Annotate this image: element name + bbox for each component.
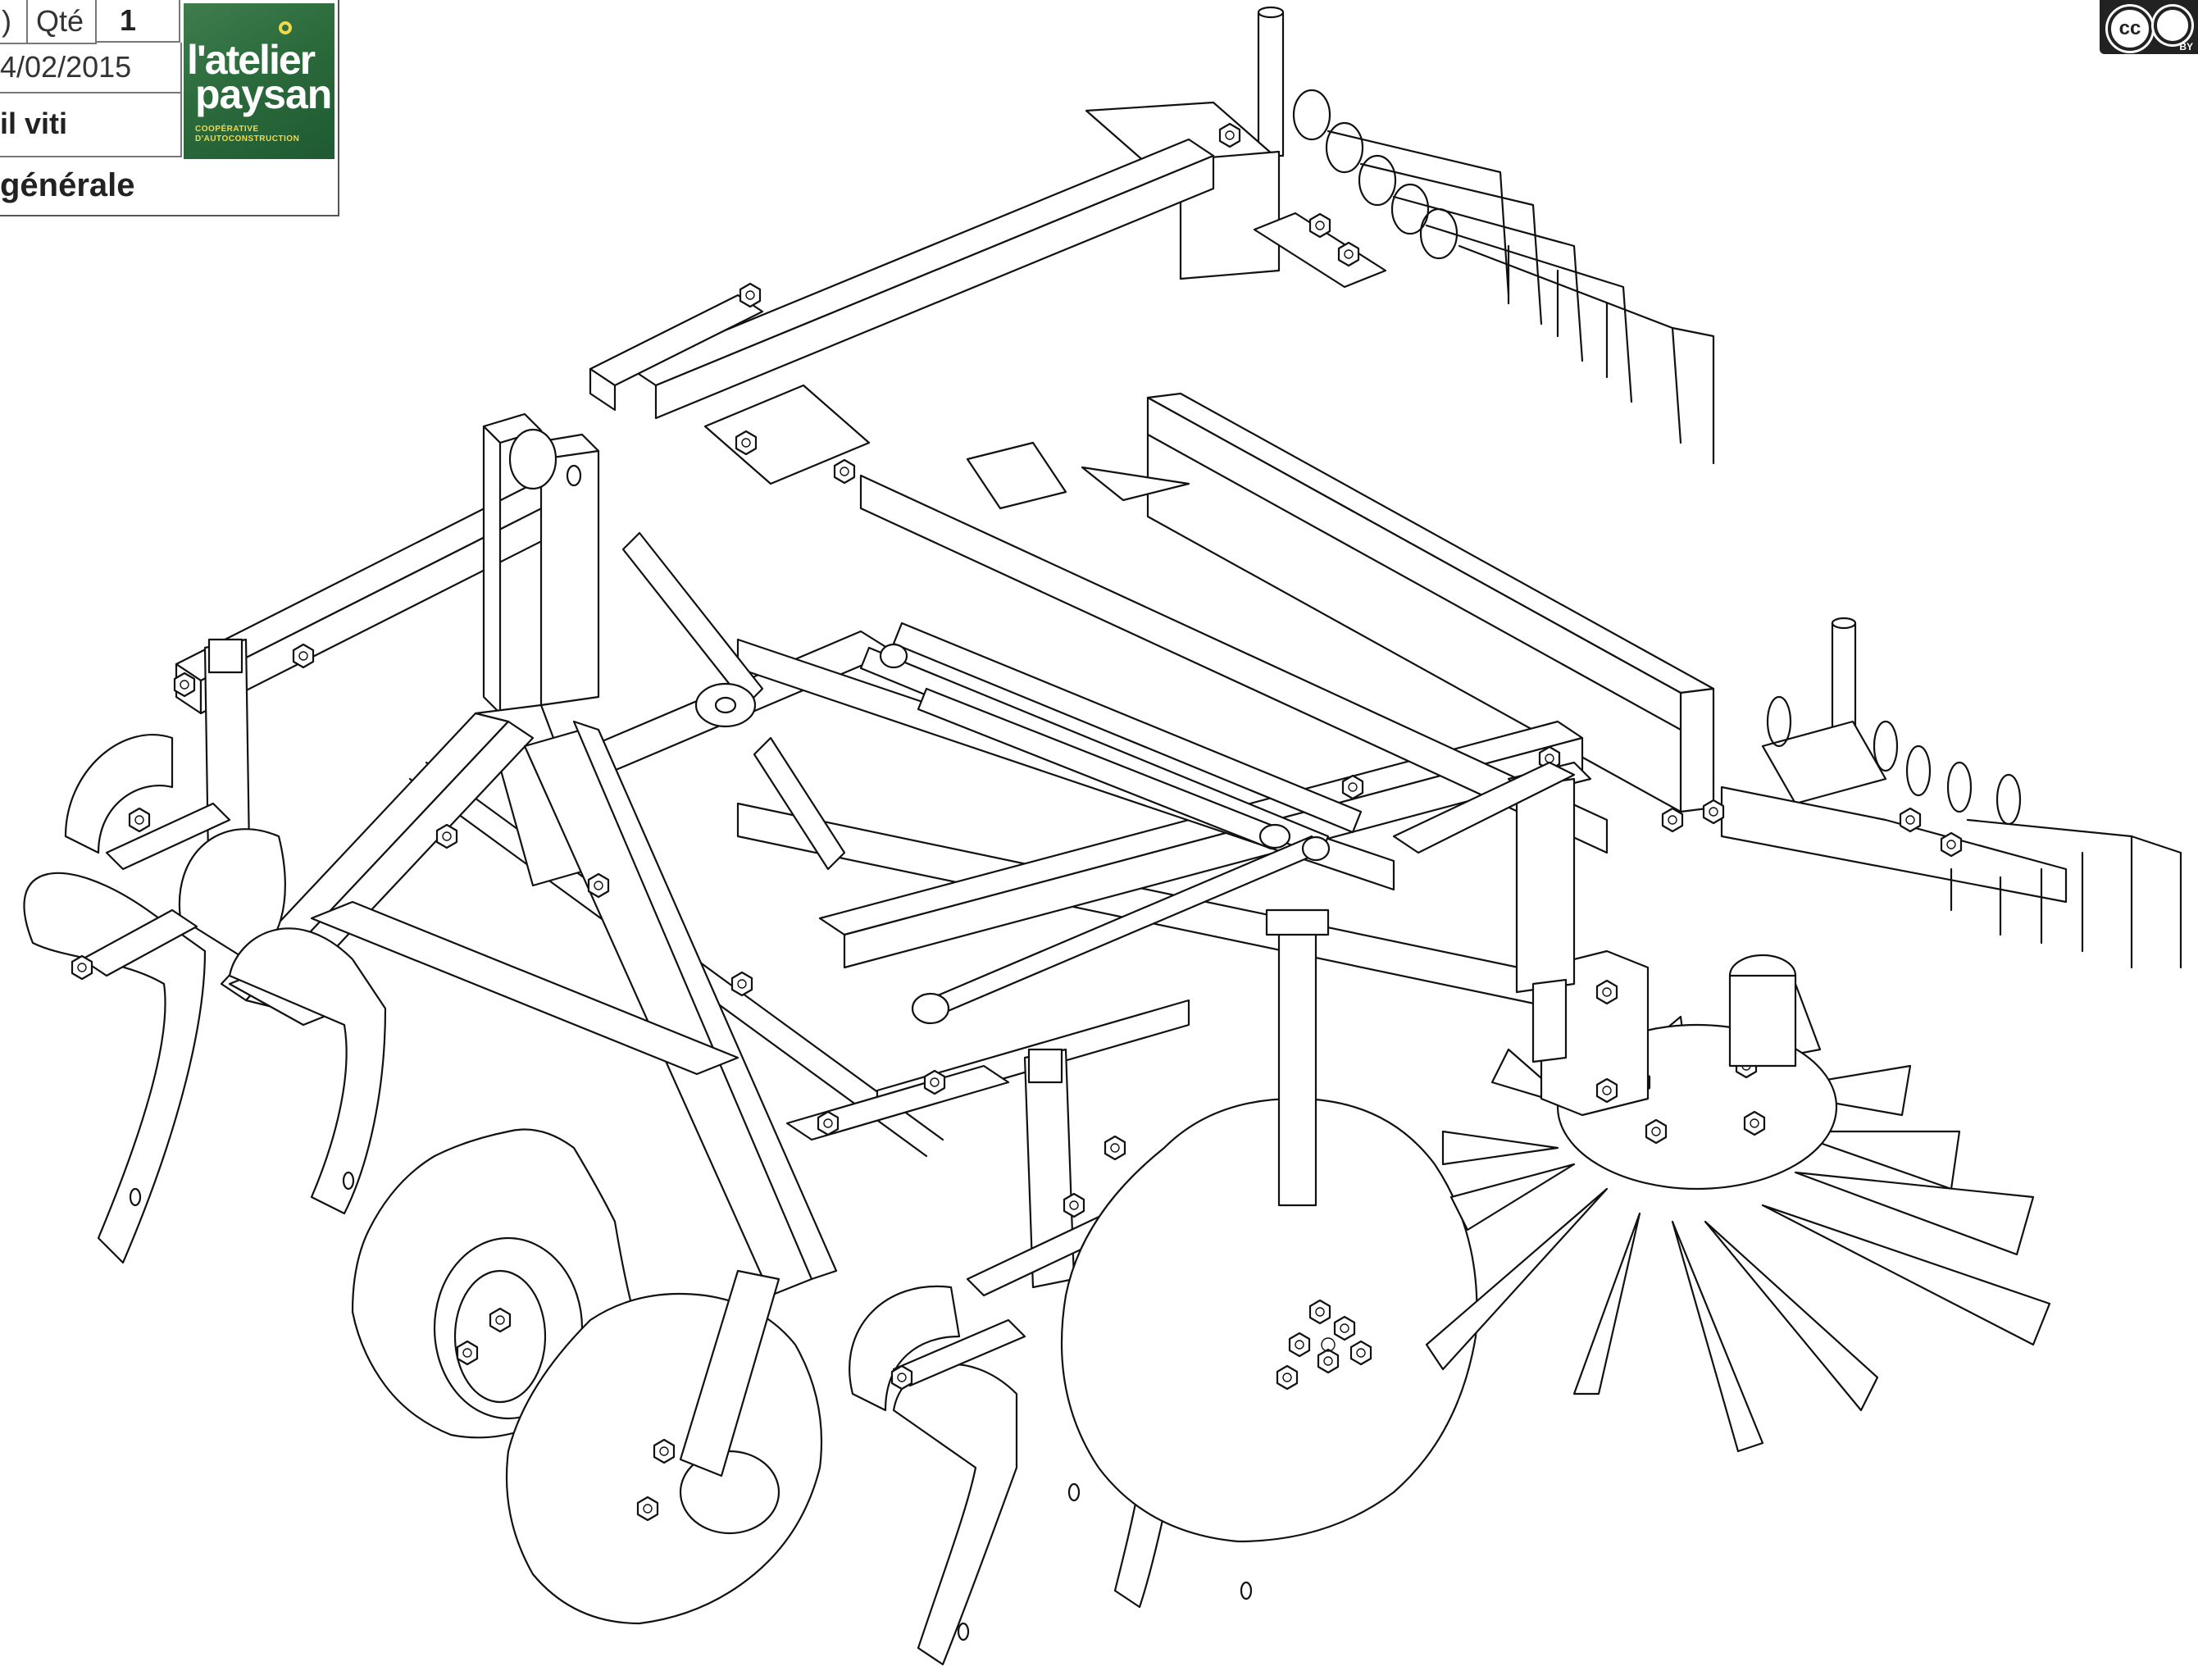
logo-tagline-2: D'AUTOCONSTRUCTION	[195, 134, 300, 143]
title-block: ) Qté 1 4/02/2015 il viti générale l'ate…	[0, 0, 339, 216]
ref-partial: )	[2, 4, 11, 38]
right-posts	[1394, 745, 1590, 1062]
large-notched-disc	[1062, 910, 1477, 1541]
drawing-date: 4/02/2015	[0, 50, 132, 84]
cc-icon: cc	[2108, 7, 2152, 51]
qty-label-cell: Qté	[25, 0, 97, 44]
license-attribution: BY	[2179, 41, 2193, 52]
drawing-view: générale	[0, 166, 135, 203]
logo-tagline: COOPÉRATIVE D'AUTOCONSTRUCTION	[195, 125, 299, 143]
harrow-tines	[1328, 131, 1713, 463]
view-cell: générale	[0, 157, 336, 213]
date-cell: 4/02/2015	[0, 43, 182, 93]
logo-tagline-1: COOPÉRATIVE	[195, 125, 259, 134]
left-shanks	[24, 640, 385, 1263]
logo-dot-icon	[279, 21, 292, 34]
drawing-name: il viti	[0, 107, 68, 140]
central-shanks	[849, 1049, 1251, 1664]
ref-cell: )	[0, 0, 28, 44]
logo-line1: l'atelier	[187, 37, 316, 83]
cc-license-badge: cc BY	[2100, 0, 2198, 54]
qty-label: Qté	[35, 4, 84, 38]
star-weeder-wheel	[1427, 951, 2050, 1451]
upper-beam	[590, 139, 1213, 484]
right-rake-tines	[1951, 820, 2181, 967]
hydraulic-rods	[861, 623, 1361, 1023]
name-cell: il viti	[0, 92, 182, 157]
right-rake	[1661, 618, 2181, 967]
qty-value: 1	[120, 3, 137, 37]
main-chassis	[176, 394, 1713, 1156]
logo-line2: paysan	[195, 71, 332, 117]
qty-value-cell: 1	[95, 0, 180, 43]
atelier-paysan-logo: l'atelier paysan COOPÉRATIVE D'AUTOCONST…	[184, 3, 334, 159]
attribution-icon	[2154, 7, 2191, 44]
notched-discs	[353, 1130, 821, 1624]
harrow-springs	[1294, 90, 1457, 258]
